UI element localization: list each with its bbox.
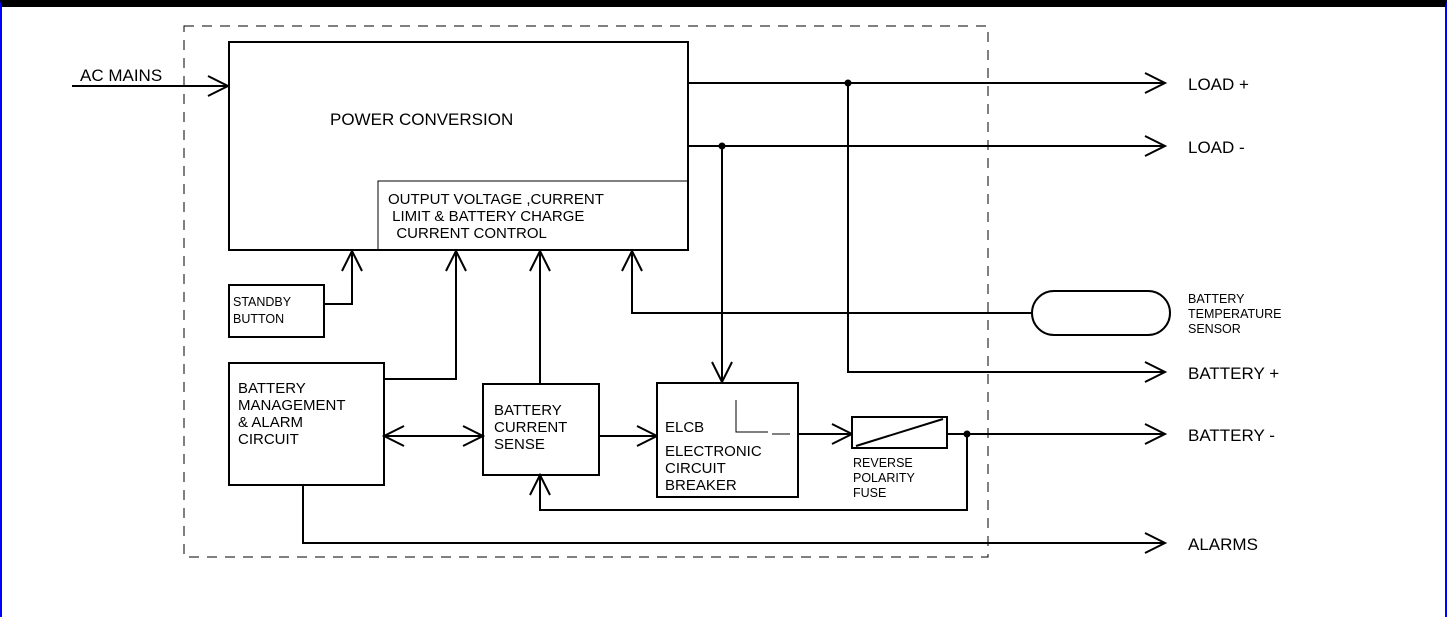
power-conversion-label: POWER CONVERSION <box>330 110 513 129</box>
sensor-to-power-line <box>631 251 1032 314</box>
output-control-line-3: CURRENT CONTROL <box>388 225 547 242</box>
battery-minus-arrow-icon <box>1144 423 1168 445</box>
battery-plus-arrow-icon <box>1144 361 1168 383</box>
elcb-abbrev-label: ELCB <box>665 419 704 436</box>
load-minus-label: LOAD - <box>1188 138 1245 157</box>
battery-management-block <box>228 362 385 486</box>
current-sense-line-3: SENSE <box>494 436 545 453</box>
current-sense-line-2: CURRENT <box>494 419 567 436</box>
battery-management-line-4: CIRCUIT <box>238 431 299 448</box>
feedback-arrow-icon <box>529 472 551 496</box>
elcb-line-2: CIRCUIT <box>665 460 726 477</box>
fuse-line-2: POLARITY <box>853 471 915 485</box>
sense-in-arrow-icon <box>462 425 486 447</box>
fuse-line-1: REVERSE <box>853 456 913 470</box>
sensor-arrow-icon <box>621 248 643 272</box>
elcb-line-1: ELECTRONIC <box>665 443 762 460</box>
load-minus-arrow-icon <box>1144 135 1168 157</box>
battery-plus-line <box>847 83 1165 373</box>
system-enclosure <box>183 25 989 558</box>
standby-to-power-line <box>324 251 353 305</box>
standby-label-2: BUTTON <box>233 312 284 326</box>
battery-minus-label: BATTERY - <box>1188 426 1275 445</box>
load-plus-arrow-icon <box>1144 72 1168 94</box>
management-arrow-icon <box>445 248 467 272</box>
sensor-label-2: TEMPERATURE <box>1188 307 1282 321</box>
switch-icon <box>735 400 768 433</box>
standby-label-1: STANDBY <box>233 295 292 309</box>
alarms-label: ALARMS <box>1188 535 1258 554</box>
power-conversion-block <box>228 41 689 251</box>
alarms-arrow-icon <box>1144 532 1168 554</box>
management-in-arrow-icon <box>381 425 405 447</box>
battery-feedback-line <box>539 434 968 511</box>
management-to-power-line <box>384 251 457 380</box>
elcb-line-3: BREAKER <box>665 477 737 494</box>
fuse-element <box>855 418 944 447</box>
elcb-block <box>656 382 799 498</box>
standby-button-block <box>228 284 325 338</box>
standby-arrow-icon <box>341 248 363 272</box>
battery-management-line-3: & ALARM <box>238 414 303 431</box>
current-sense-line-1: BATTERY <box>494 402 562 419</box>
temperature-sensor-icon <box>1031 290 1171 336</box>
sense-up-arrow-icon <box>529 248 551 272</box>
sensor-label-1: BATTERY <box>1188 292 1245 306</box>
output-control-line-2: LIMIT & BATTERY CHARGE <box>388 208 584 225</box>
battery-management-line-2: MANAGEMENT <box>238 397 346 414</box>
alarms-line <box>302 485 1165 544</box>
output-control-line-1: OUTPUT VOLTAGE ,CURRENT <box>388 191 604 208</box>
battery-current-sense-block <box>482 383 600 476</box>
output-control-box <box>377 180 689 251</box>
fuse-line-3: FUSE <box>853 486 886 500</box>
battery-management-line-1: BATTERY <box>238 380 306 397</box>
battery-plus-label: BATTERY + <box>1188 364 1279 383</box>
load-plus-label: LOAD + <box>1188 75 1249 94</box>
sensor-label-3: SENSOR <box>1188 322 1241 336</box>
ac-mains-label: AC MAINS <box>80 66 162 85</box>
